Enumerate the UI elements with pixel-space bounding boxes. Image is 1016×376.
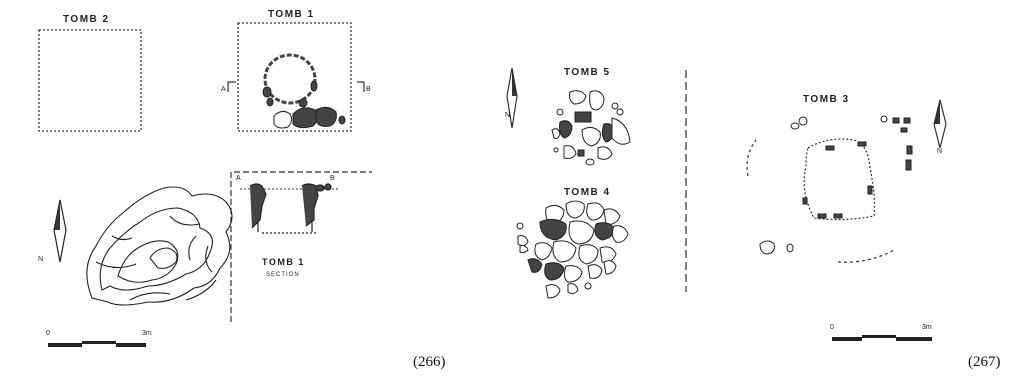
north-arrow-icon <box>53 199 67 263</box>
north-arrow-icon <box>933 99 947 149</box>
tomb1-label: TOMB 1 <box>268 9 315 20</box>
scale-zero: 0 <box>830 324 834 331</box>
tomb2-outline <box>38 29 142 132</box>
north-letter: N <box>38 256 44 263</box>
tomb5-stones <box>551 90 631 166</box>
scale-zero: 0 <box>46 330 50 337</box>
figure-number: (267) <box>968 354 1001 370</box>
tomb1-capstones <box>273 106 346 129</box>
section-subtitle: SECTION <box>266 272 300 278</box>
section-marker-b: B <box>366 86 371 93</box>
scale-bar-right <box>832 335 932 341</box>
tomb4-label: TOMB 4 <box>564 187 611 198</box>
tomb3-stones <box>759 115 913 255</box>
north-letter: N <box>505 112 511 119</box>
rock-outcrop-sketch <box>86 186 233 306</box>
scale-bar-left <box>48 341 146 347</box>
tomb1-outline <box>237 22 352 132</box>
tomb5-label: TOMB 5 <box>564 67 611 78</box>
north-letter: N <box>937 148 943 155</box>
scale-end: 3m <box>922 324 932 331</box>
tomb3-label: TOMB 3 <box>803 94 850 105</box>
section-title: TOMB 1 <box>262 257 305 267</box>
section-marker-b: B <box>330 175 335 182</box>
figure-number: (266) <box>413 354 446 370</box>
tomb3-outer-arcs <box>746 139 895 263</box>
tomb4-stones <box>516 200 629 299</box>
section-profile <box>249 183 332 234</box>
tomb2-label: TOMB 2 <box>63 14 110 25</box>
section-marker-a: A <box>236 175 241 182</box>
tomb1-section-line <box>227 81 365 92</box>
tomb1-section-box <box>230 171 372 322</box>
north-arrow-icon <box>506 67 518 129</box>
scale-end: 3m <box>142 330 152 337</box>
section-marker-a: A <box>221 86 226 93</box>
tomb1-stone-ring <box>262 53 318 108</box>
tomb3-enclosure <box>803 138 876 221</box>
